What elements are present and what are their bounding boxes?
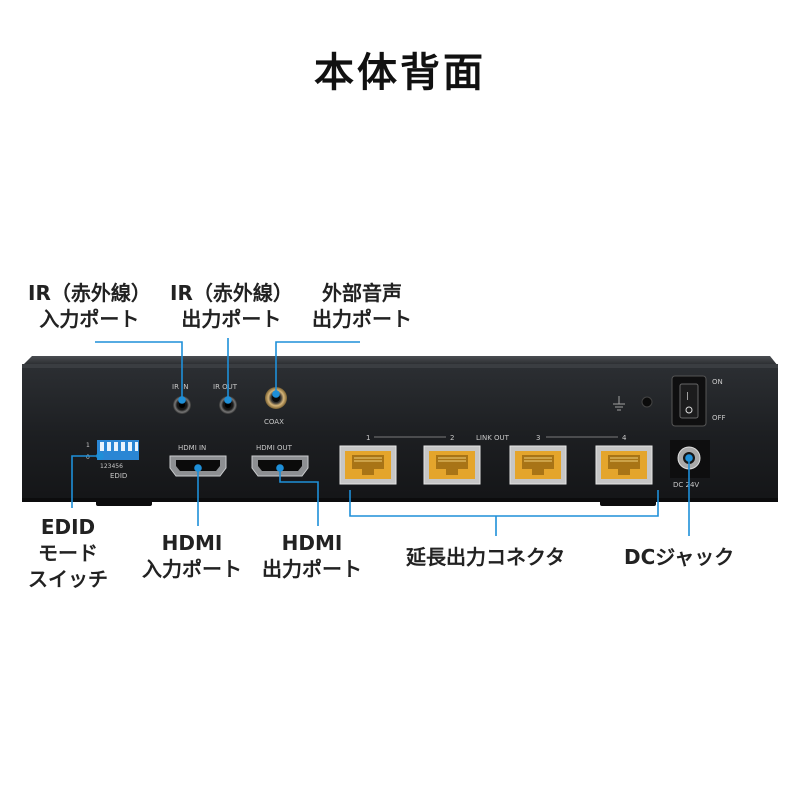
ground-screw [641, 396, 653, 408]
hdmi-in-text: HDMI IN [178, 444, 206, 452]
device-body [22, 356, 778, 506]
ground-icon [613, 396, 625, 411]
link-number-3: 3 [536, 434, 540, 442]
label-hdmi-in: HDMI 入力ポート [142, 531, 242, 581]
dip-side-0: 0 [86, 454, 90, 461]
power-switch[interactable]: | ON OFF [671, 375, 726, 427]
ir-out-text: IR OUT [213, 383, 238, 391]
label-ir-in: IR（赤外線） 入力ポート [28, 281, 151, 331]
label-hdmi-out: HDMI 出力ポート [262, 531, 362, 581]
coax-text: COAX [264, 418, 284, 426]
edid-dip-switch[interactable]: 1 0 123456 EDID [86, 440, 139, 480]
power-on-text: ON [712, 378, 723, 386]
link-number-4: 4 [622, 434, 627, 442]
rj45-port-3 [509, 445, 567, 485]
dip-side-1: 1 [86, 442, 90, 449]
svg-text:|: | [686, 391, 689, 400]
power-off-text: OFF [712, 414, 726, 422]
link-number-2: 2 [450, 434, 454, 442]
link-out-header: 1 2 3 4 LINK OUT [366, 434, 627, 442]
label-dc: DCジャック [624, 545, 735, 569]
rj45-port-2 [423, 445, 481, 485]
ir-in-jack: IR IN [172, 383, 191, 414]
page-title: 本体背面 [314, 50, 486, 96]
ir-in-text: IR IN [172, 383, 188, 391]
rj45-port-4 [595, 445, 653, 485]
ir-out-jack: IR OUT [213, 383, 238, 414]
label-audio-out: 外部音声 出力ポート [312, 281, 412, 331]
rj45-port-1 [339, 445, 397, 485]
callout-lines [71, 338, 693, 536]
label-link: 延長出力コネクタ [406, 545, 566, 569]
label-ir-out: IR（赤外線） 出力ポート [170, 281, 293, 331]
link-out-text: LINK OUT [476, 434, 510, 442]
hdmi-out-text: HDMI OUT [256, 444, 293, 452]
link-number-1: 1 [366, 434, 370, 442]
dc-text: DC 24V [673, 481, 699, 489]
dip-numbers: 123456 [100, 463, 123, 470]
edid-text: EDID [110, 472, 127, 480]
label-edid: EDID モード スイッチ [28, 515, 108, 591]
